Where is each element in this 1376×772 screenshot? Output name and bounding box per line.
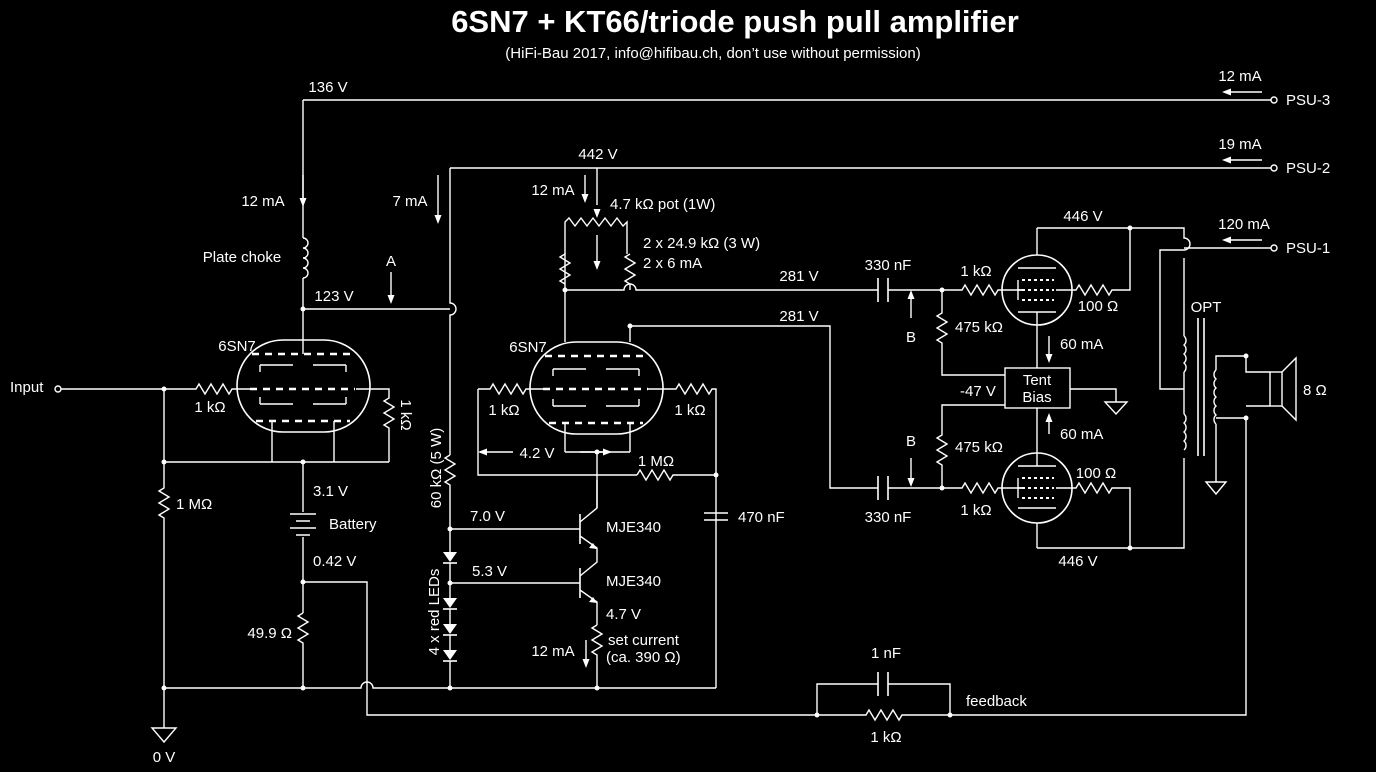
- feedback-shunt-resistor: 49.9 Ω: [247, 625, 292, 642]
- led-feed-resistor: 60 kΩ (5 W): [428, 428, 445, 508]
- point-b-top: B: [906, 329, 916, 346]
- speaker: [1269, 356, 1297, 422]
- kt66-bottom-grid-resistor: 1 kΩ: [960, 502, 991, 519]
- voltage-4v2: 4.2 V: [519, 445, 554, 462]
- voltage-446-bottom: 446 V: [1058, 553, 1097, 570]
- voltage-446-top: 446 V: [1063, 208, 1102, 225]
- point-b-bottom: B: [906, 433, 916, 450]
- feedback-label: feedback: [966, 693, 1027, 710]
- psu3-label: PSU-3: [1286, 92, 1330, 109]
- stage2-left-grid-resistor: 1 kΩ: [488, 402, 519, 419]
- tube1-label: 6SN7: [218, 338, 256, 355]
- diagram-subtitle: (HiFi-Bau 2017, info@hifibau.ch, don’t u…: [505, 45, 920, 62]
- kt66-top-grid-resistor: 1 kΩ: [960, 263, 991, 280]
- kt66-top-g2-resistor: 100 Ω: [1078, 298, 1118, 315]
- bypass-cap-value: 470 nF: [738, 509, 785, 526]
- tent-bias-line1: Tent: [1023, 372, 1052, 389]
- kt66-top-current: 60 mA: [1060, 336, 1103, 353]
- speaker-impedance: 8 Ω: [1303, 382, 1327, 399]
- opt-label: OPT: [1191, 299, 1222, 316]
- psu1-label: PSU-1: [1286, 240, 1330, 257]
- psu3-current: 12 mA: [1218, 68, 1261, 85]
- tube-6sn7-stage1: [236, 339, 371, 462]
- bypass-capacitor: [704, 512, 728, 521]
- psu3-terminal: [1270, 96, 1278, 104]
- voltage-281-top: 281 V: [779, 268, 818, 285]
- led-label: 4 x red LEDs: [426, 569, 443, 656]
- transistor-q2: [579, 560, 598, 625]
- plate-resistors-label: 2 x 24.9 kΩ (3 W): [643, 235, 760, 252]
- plate-load-network: [558, 168, 637, 290]
- tent-bias-line2: Bias: [1022, 389, 1051, 406]
- bias-resistor-top: 475 kΩ: [955, 319, 1003, 336]
- psu2-terminal: [1270, 164, 1278, 172]
- bias-resistor-bottom: 475 kΩ: [955, 439, 1003, 456]
- psu2-label: PSU-2: [1286, 160, 1330, 177]
- right-grid-resistor: 1 kΩ: [397, 399, 414, 430]
- input-label: Input: [10, 379, 44, 396]
- set-current-label: set current: [608, 632, 680, 649]
- input-terminal[interactable]: [54, 385, 62, 393]
- coupling-cap-top-value: 330 nF: [865, 257, 912, 274]
- stage2-bias-resistor: 1 MΩ: [638, 453, 674, 470]
- psu1-terminal: [1270, 244, 1278, 252]
- kt66-top-tube: [1001, 228, 1073, 326]
- grid-leak-resistor: 1 MΩ: [176, 496, 212, 513]
- voltage-5v3: 5.3 V: [472, 563, 507, 580]
- ccs-current: 12 mA: [531, 643, 574, 660]
- cathode-battery: [290, 462, 316, 613]
- led-string: [443, 552, 457, 688]
- voltage-123: 123 V: [314, 288, 353, 305]
- voltage-042: 0.42 V: [313, 553, 356, 570]
- pot-current: 12 mA: [531, 182, 574, 199]
- voltage-442: 442 V: [578, 146, 617, 163]
- output-transformer: [1130, 227, 1270, 549]
- kt66-bottom-current: 60 mA: [1060, 426, 1103, 443]
- coupling-cap-top: [877, 278, 889, 302]
- battery-label: Battery: [329, 516, 377, 533]
- feedback-resistor: 1 kΩ: [870, 729, 901, 746]
- diagram-title: 6SN7 + KT66/triode push pull amplifier: [451, 4, 1019, 39]
- coupling-cap-bottom-value: 330 nF: [865, 509, 912, 526]
- voltage-neg47: -47 V: [960, 383, 996, 400]
- transistor-q1: [579, 480, 598, 560]
- kt66-bottom-tube: [1001, 452, 1073, 548]
- tube-6sn7-stage2: [529, 290, 664, 452]
- point-a-label: A: [386, 253, 396, 270]
- ground-symbol-bias: [1103, 401, 1129, 416]
- psu1-current: 120 mA: [1218, 216, 1270, 233]
- choke-current: 12 mA: [241, 193, 284, 210]
- plate-choke: [299, 100, 309, 340]
- voltage-136: 136 V: [308, 79, 347, 96]
- supply-rails: [303, 88, 1278, 252]
- ground-symbol-left: [150, 727, 178, 744]
- stage2-current: 7 mA: [392, 193, 427, 210]
- tube2-label: 6SN7: [509, 339, 547, 356]
- input-grid-resistor: 1 kΩ: [194, 399, 225, 416]
- psu2-current: 19 mA: [1218, 136, 1261, 153]
- coupling-cap-bottom: [877, 476, 889, 500]
- set-current-value: (ca. 390 Ω): [606, 649, 681, 666]
- voltage-281-bottom: 281 V: [779, 308, 818, 325]
- plate-choke-label: Plate choke: [203, 249, 281, 266]
- feedback-capacitor: [877, 672, 889, 696]
- ground-0v-label: 0 V: [153, 749, 176, 766]
- voltage-4v7: 4.7 V: [606, 606, 641, 623]
- voltage-7v0: 7.0 V: [470, 508, 505, 525]
- pot-label: 4.7 kΩ pot (1W): [610, 196, 715, 213]
- voltage-3v1: 3.1 V: [313, 483, 348, 500]
- stage2-right-grid-resistor: 1 kΩ: [674, 402, 705, 419]
- q2-label: MJE340: [606, 573, 661, 590]
- q1-label: MJE340: [606, 519, 661, 536]
- feedback-cap-value: 1 nF: [871, 645, 901, 662]
- plate-current-label: 2 x 6 mA: [643, 255, 702, 272]
- kt66-bottom-g2-resistor: 100 Ω: [1076, 465, 1116, 482]
